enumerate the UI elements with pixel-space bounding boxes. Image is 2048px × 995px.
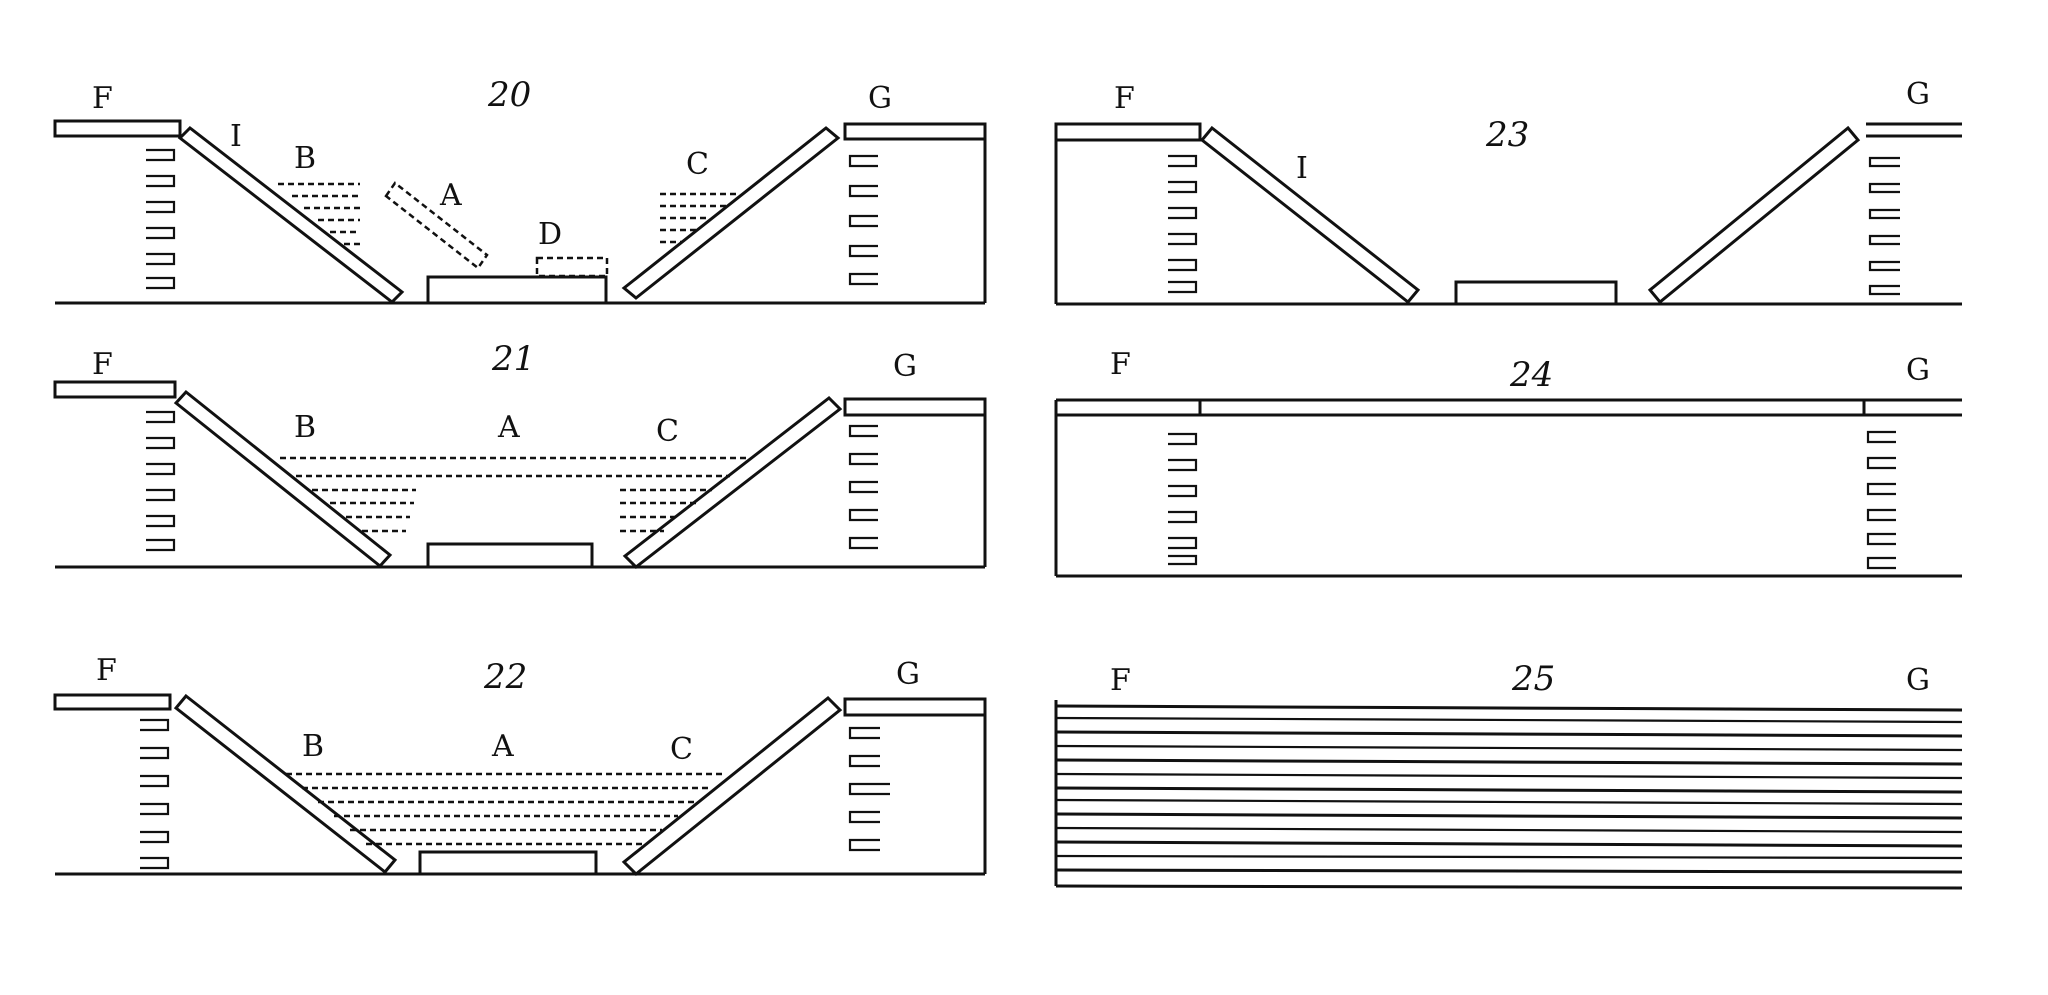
figure-22-plank-right — [621, 695, 843, 877]
figure-22-label-b: B — [302, 729, 324, 764]
figure-20-bank-g — [843, 122, 987, 141]
figure-21-bottom-slab — [426, 542, 594, 569]
figure-24-number: 24 — [1509, 355, 1553, 395]
figure-24-label-f: F — [1110, 347, 1131, 382]
figure-24-ladder-left — [1168, 432, 1198, 566]
figure-20-number: 20 — [487, 75, 531, 115]
figure-20-dotted-stack-c — [660, 192, 740, 244]
figure-20-dotted-plank-a — [384, 181, 489, 270]
figure-22-number: 22 — [483, 657, 527, 697]
figure-20-label-i: I — [230, 119, 242, 154]
figure-23-number: 23 — [1485, 115, 1529, 155]
figure-22-label-f: F — [96, 653, 117, 688]
figure-21-label-g: G — [893, 349, 917, 384]
figure-22-bank-f — [53, 693, 172, 711]
figure-25: 25 F G — [1054, 659, 1963, 890]
figure-20-label-g: G — [868, 81, 892, 116]
figure-22-label-a: A — [491, 729, 514, 764]
figure-20-label-d: D — [538, 217, 562, 252]
figure-21-bank-f — [53, 380, 177, 399]
figure-22-ladder-right — [848, 726, 890, 852]
figure-21-dotted-layers — [280, 456, 750, 533]
figure-20-dotted-stack-b — [278, 182, 360, 246]
figure-21-label-a: A — [497, 410, 520, 445]
figure-20-bottom-slab — [426, 275, 608, 305]
figure-20-label-a: A — [439, 178, 462, 213]
figure-21-plank-left — [173, 389, 393, 569]
figure-20-label-b: B — [294, 141, 316, 176]
figure-22-label-c: C — [670, 732, 693, 767]
figure-21-number: 21 — [491, 339, 535, 379]
figure-23-plank-left — [1199, 125, 1421, 305]
figure-23-ladder-right — [1868, 156, 1900, 296]
figure-20-ladder-right — [848, 154, 878, 286]
figure-25-strata — [1055, 704, 1963, 890]
figure-22-label-g: G — [896, 657, 920, 692]
figure-20-plank-i — [177, 126, 405, 304]
figure-23-label-g: G — [1906, 77, 1930, 112]
figure-25-label-g: G — [1906, 663, 1930, 698]
figure-20-label-f: F — [92, 81, 113, 116]
figure-20-ladder-left — [146, 148, 176, 290]
figure-21-label-c: C — [656, 414, 679, 449]
figure-21: 21 F G B A C — [53, 339, 987, 569]
figure-20-plank-right — [621, 126, 841, 300]
figure-21-label-f: F — [92, 347, 113, 382]
figure-23-plank-right — [1647, 125, 1861, 305]
figure-23-ladder-left — [1168, 154, 1198, 294]
figure-22-ladder-left — [140, 718, 170, 870]
figure-23-bottom-slab — [1454, 280, 1618, 306]
figure-23: 23 F G I — [1054, 77, 1962, 306]
figure-24: 24 F G — [1054, 347, 1962, 578]
figure-20-label-c: C — [686, 147, 709, 182]
figure-22: 22 F G B A C — [53, 653, 987, 877]
figure-23-bank-f — [1054, 122, 1202, 142]
figure-25-label-f: F — [1110, 663, 1131, 698]
figure-20-dotted-block-d — [535, 256, 609, 278]
figure-23-label-i: I — [1296, 151, 1308, 186]
figure-21-ladder-right — [848, 424, 878, 550]
figure-24-ladder-right — [1866, 430, 1896, 570]
figure-21-label-b: B — [294, 410, 316, 445]
figure-24-label-g: G — [1906, 353, 1930, 388]
figure-21-ladder-left — [146, 410, 176, 552]
figure-20: 20 F G I B A D C — [53, 75, 987, 305]
figure-22-bank-g — [843, 697, 987, 717]
figure-23-label-f: F — [1114, 81, 1135, 116]
figure-25-number: 25 — [1511, 659, 1555, 699]
figure-22-dotted-layers — [286, 772, 726, 846]
figure-22-plank-left — [173, 693, 398, 875]
figure-21-bank-g — [843, 397, 987, 417]
figure-20-bank-f — [53, 119, 182, 138]
figure-22-bottom-slab — [418, 850, 598, 876]
